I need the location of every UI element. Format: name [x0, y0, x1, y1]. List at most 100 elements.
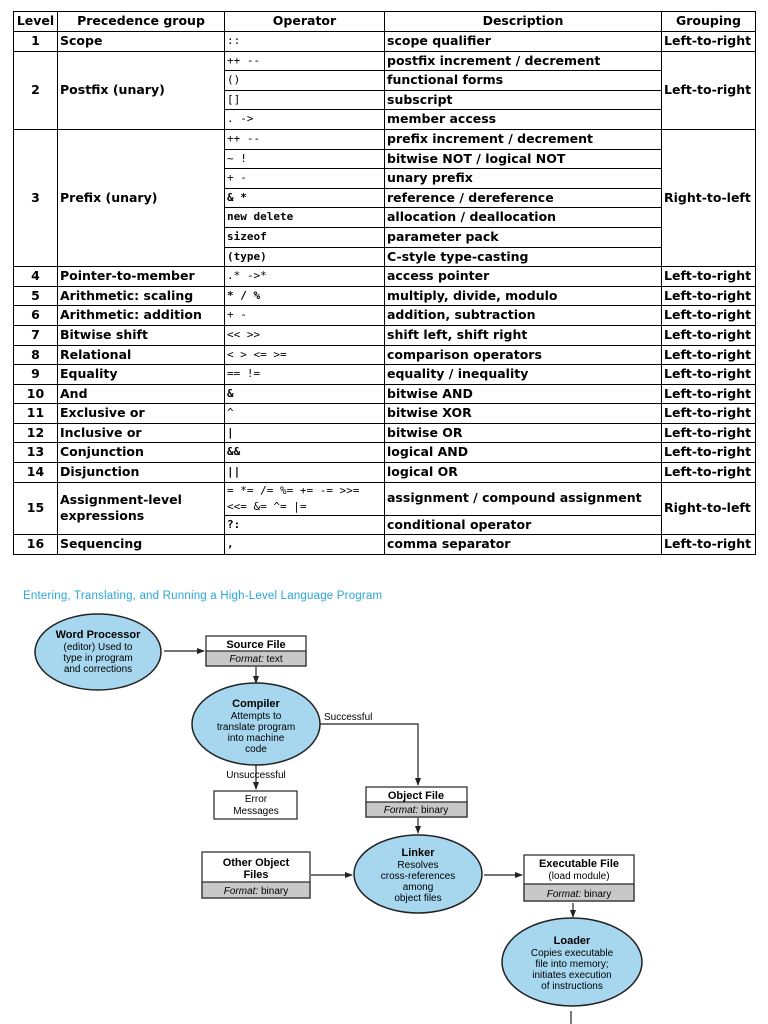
- precedence-group-cell: Bitwise shift: [57, 324, 225, 346]
- operator-cell: . ->: [224, 109, 385, 130]
- level-cell: 8: [13, 344, 58, 366]
- operator-cell: + -: [224, 168, 385, 189]
- operator-text: = *= /= %= += -= >>= <<= &= ^= |=: [227, 483, 360, 513]
- operator-text: []: [227, 92, 241, 106]
- description-cell: functional forms: [384, 70, 662, 91]
- level-cell: 15: [13, 481, 58, 536]
- program-flow-diagram: Word Processor (editor) Used to type in …: [34, 613, 643, 1024]
- operator-text: + -: [227, 308, 247, 322]
- level-cell: 5: [13, 285, 58, 307]
- linker-line-4: object files: [394, 893, 441, 904]
- precedence-group-cell: Assignment-level expressions: [57, 481, 225, 536]
- header-precedence-group: Precedence group: [57, 11, 225, 32]
- diagram-title: Entering, Translating, and Running a Hig…: [23, 590, 383, 602]
- table-row: + -unary prefix: [14, 168, 756, 189]
- level-cell: 11: [13, 403, 58, 424]
- description-cell: member access: [384, 109, 662, 130]
- operator-cell: new delete: [224, 207, 385, 228]
- description-cell: conditional operator: [384, 514, 662, 536]
- grouping-cell: Left-to-right: [661, 344, 756, 366]
- header-level: Level: [13, 11, 58, 32]
- description-cell: reference / dereference: [384, 187, 662, 209]
- source-file-format: Format: text: [229, 654, 283, 665]
- operator-cell: ~ !: [224, 148, 385, 170]
- other-object-files-node: Other Object Files Format: binary: [201, 851, 311, 899]
- operator-text: (type): [227, 249, 267, 263]
- description-cell: equality / inequality: [384, 364, 662, 385]
- precedence-group-cell: Arithmetic: scaling: [57, 285, 225, 307]
- operator-text: |: [227, 425, 234, 439]
- level-cell: 4: [13, 266, 58, 287]
- loader-title: Loader: [554, 935, 591, 947]
- precedence-group-cell: Exclusive or: [57, 403, 225, 424]
- grouping-cell: Left-to-right: [661, 50, 756, 130]
- compiler-line-1: Attempts to: [231, 711, 282, 722]
- operator-text: ,: [227, 537, 234, 551]
- loader-line-2: file into memory;: [535, 959, 608, 970]
- operator-text: ||: [227, 465, 241, 479]
- grouping-cell: Left-to-right: [661, 305, 756, 326]
- grouping-cell: Left-to-right: [661, 422, 756, 444]
- word-processor-title: Word Processor: [56, 629, 141, 641]
- table-row: ?:conditional operator: [14, 514, 756, 536]
- header-grouping: Grouping: [661, 11, 756, 32]
- precedence-group-cell: Equality: [57, 364, 225, 385]
- grouping-cell: Left-to-right: [661, 364, 756, 385]
- precedence-group-cell: Inclusive or: [57, 422, 225, 444]
- operator-cell: ++ --: [224, 50, 385, 72]
- precedence-group-cell: Postfix (unary): [57, 50, 225, 130]
- loader-node: Loader Copies executable file into memor…: [501, 917, 643, 1007]
- arrow-compiler-to-object-file: [318, 723, 421, 786]
- operator-text: == !=: [227, 367, 261, 381]
- compiler-node: Compiler Attempts to translate program i…: [191, 682, 321, 766]
- table-header-row: Level Precedence group Operator Descript…: [13, 11, 756, 32]
- level-cell: 9: [13, 364, 58, 385]
- description-cell: unary prefix: [384, 168, 662, 189]
- description-cell: subscript: [384, 89, 662, 111]
- table-row: . -> member access: [14, 109, 756, 130]
- level-cell: 12: [13, 422, 58, 444]
- operator-cell: ::: [224, 31, 385, 52]
- precedence-group-cell: Relational: [57, 344, 225, 366]
- flow-arrows: [164, 648, 576, 1024]
- grouping-cell: Left-to-right: [661, 462, 756, 483]
- level-cell: 16: [13, 534, 58, 555]
- operator-cell: sizeof: [224, 226, 385, 248]
- table-row: & *reference / dereference: [14, 187, 756, 209]
- description-cell: bitwise AND: [384, 383, 662, 405]
- level-cell: 7: [13, 324, 58, 346]
- other-object-files-line-2: Files: [243, 869, 268, 881]
- source-file-node: Source File Format: text: [205, 635, 307, 667]
- description-cell: parameter pack: [384, 226, 662, 248]
- operator-cell: << >>: [224, 324, 385, 346]
- linker-line-2: cross-references: [381, 871, 455, 882]
- linker-node: Linker Resolves cross-references among o…: [353, 834, 483, 914]
- level-cell: 10: [13, 383, 58, 405]
- operator-text: ::: [227, 34, 241, 47]
- description-cell: access pointer: [384, 266, 662, 287]
- header-operator: Operator: [224, 11, 385, 32]
- operator-text: sizeof: [227, 229, 267, 243]
- table-row: (type)C-style type-casting: [14, 246, 756, 268]
- other-object-files-line-1: Other Object: [223, 857, 290, 869]
- operator-text: * / %: [227, 288, 261, 302]
- operator-text: ~ !: [227, 151, 247, 165]
- grouping-cell: Right-to-left: [661, 128, 756, 268]
- operator-text: . ->: [227, 112, 254, 126]
- precedence-group-cell: Prefix (unary): [57, 128, 225, 268]
- precedence-group-cell: And: [57, 383, 225, 405]
- operator-text: ^: [227, 406, 234, 420]
- operator-text: new delete: [227, 210, 294, 224]
